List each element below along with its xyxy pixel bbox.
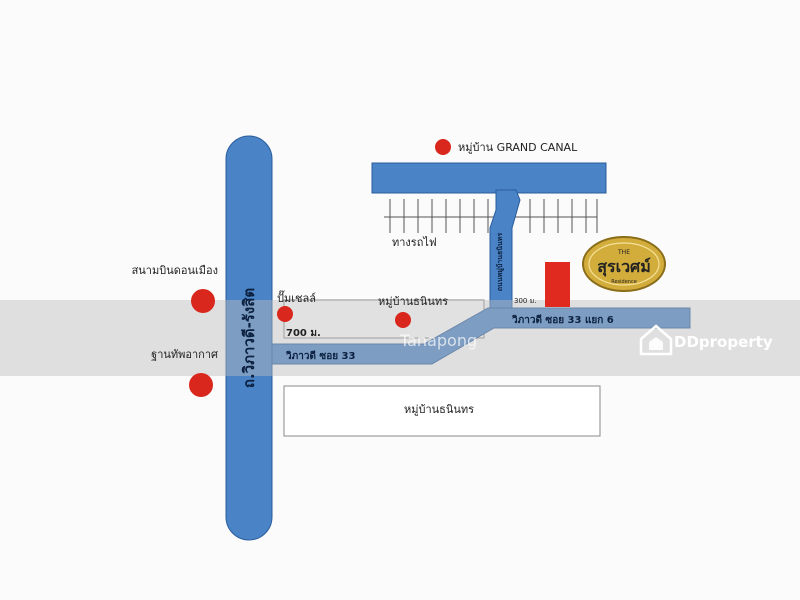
main-road-label: ถ.วิภาวดี-รังสิต [240, 288, 258, 388]
grand-canal-road [371, 162, 607, 194]
project-logo: THE สุรเวศม์ Residence [582, 236, 666, 292]
soi-33-road [261, 307, 691, 365]
shell-marker [277, 306, 293, 322]
air-force-marker [189, 373, 213, 397]
air-force-label: ฐานทัพอากาศ [151, 348, 218, 361]
vertical-village-road [489, 189, 521, 313]
airport-marker [191, 289, 215, 313]
distance-300-label: 300 ม. [514, 297, 536, 305]
railway-track [384, 199, 598, 233]
logo-small-text: THE [617, 249, 630, 256]
watermark-text: Tanapong [399, 331, 477, 350]
soi-33-yaek-6-label: วิภาวดี ซอย 33 แยก 6 [512, 314, 614, 326]
railway-label: ทางรถไฟ [392, 236, 437, 249]
grand-canal-label: หมู่บ้าน GRAND CANAL [458, 141, 578, 154]
village-bottom-label: หมู่บ้านธนินทร [404, 403, 474, 416]
ddproperty-brand: DDproperty [674, 333, 773, 351]
village-top-marker [395, 312, 411, 328]
soi-33-label: วิภาวดี ซอย 33 [286, 350, 356, 362]
airport-label: สนามบินดอนเมือง [132, 264, 218, 277]
village-top-label: หมู่บ้านธนินทร [378, 295, 448, 308]
vertical-road-label: ถนนหมู่บ้านธนินทร [495, 233, 505, 292]
logo-tagline: Residence [611, 279, 637, 285]
grand-canal-marker [435, 139, 451, 155]
ddproperty-logo-icon [639, 324, 673, 356]
village-bottom-area [283, 385, 601, 437]
main-road [225, 135, 273, 541]
shell-label: ปั๊มเชลล์ [277, 290, 316, 305]
logo-name: สุรเวศม์ [597, 257, 651, 277]
project-location-block [545, 262, 570, 307]
distance-700-label: 700 ม. [286, 328, 321, 339]
